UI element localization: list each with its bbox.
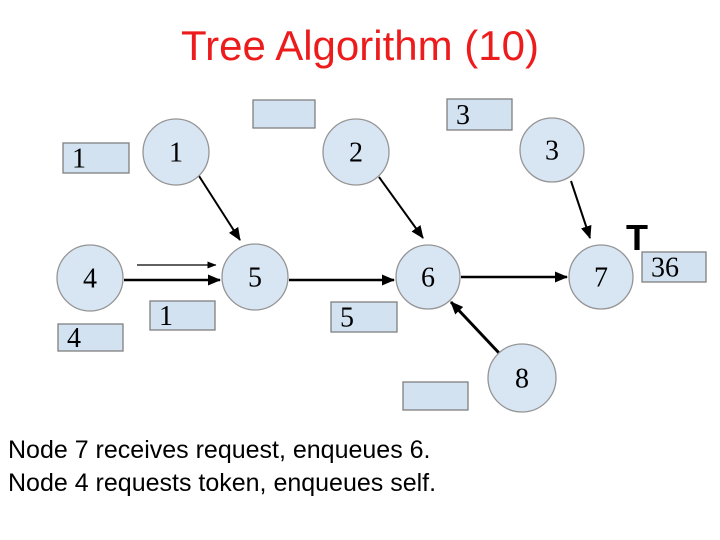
queue-box-node-2 [252,99,316,129]
node-circle-1 [142,118,210,186]
caption: Node 7 receives request, enqueues 6. Nod… [8,434,436,500]
slide-title: Tree Algorithm (10) [181,22,539,69]
caption-line-1: Node 7 receives request, enqueues 6. [8,436,431,464]
node-circle-6 [395,244,461,310]
edge-2-to-6 [378,176,424,239]
node-label-2: 2 [349,138,363,169]
queue-box-node-1 [62,142,130,174]
queue-value-node-6: 5 [340,303,354,334]
node-label-4: 4 [83,264,97,295]
node-circle-7 [568,244,634,310]
edge-3-to-7 [570,180,592,239]
token-label: T [626,217,648,258]
queue-value-node-3: 3 [456,100,470,131]
node-label-5: 5 [248,263,262,294]
node-label-3: 3 [545,136,559,167]
node-label-1: 1 [169,138,183,169]
node-circle-2 [322,118,390,186]
queue-box-node-6 [330,301,398,333]
queue-box-node-3 [446,98,513,131]
edge-8-to-6 [449,300,501,355]
queue-box-node-7 [641,251,707,283]
node-label-7: 7 [594,263,608,294]
node-circle-8 [487,343,557,413]
queue-value-node-5: 1 [159,301,173,332]
queue-box-node-8 [402,381,469,411]
node-circle-5 [221,243,289,311]
queue-value-node-4: 4 [67,323,81,354]
queue-value-node-1: 1 [72,144,86,175]
edge-1-to-5 [198,175,241,241]
queue-box-node-5 [149,300,216,331]
queue-box-node-4 [57,323,124,352]
node-circle-4 [56,244,124,312]
node-label-6: 6 [421,263,435,294]
node-circle-3 [519,117,585,183]
caption-line-2: Node 4 requests token, enqueues self. [8,469,437,497]
node-label-8: 8 [515,364,529,395]
queue-value-node-7: 36 [651,253,679,284]
